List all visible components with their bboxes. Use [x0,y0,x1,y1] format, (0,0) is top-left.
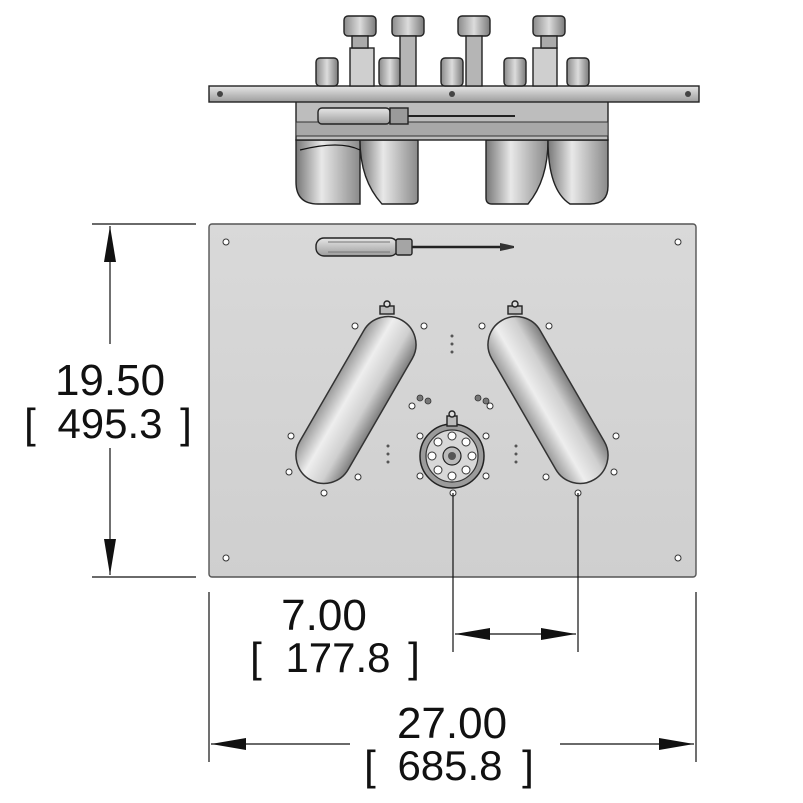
valve-1 [343,15,377,49]
valve-2 [391,15,425,87]
width-mm-bracket-close: ] [522,742,534,789]
spacing-mm-bracket-close: ] [408,634,420,681]
side-tank-left [295,139,419,205]
mounting-holes [285,322,620,497]
tank-right [487,315,609,485]
corner-holes [222,238,682,562]
height-mm-label: 495.3 [57,400,162,447]
height-inches-label: 19.50 [55,356,165,405]
dimension-spacing: 7.00 [ 177.8 ] [250,493,579,681]
spacing-mm-label: 177.8 [285,634,390,681]
width-mm-label: 685.8 [397,742,502,789]
spacing-mm-bracket-open: [ [250,634,262,681]
tank-right-valve [507,300,523,315]
plan-view [208,223,697,578]
screwdriver [315,237,514,257]
tank-left-valve [379,300,395,315]
small-fittings [416,394,490,405]
dimension-height: 19.50 [ 495.3 ] [24,223,196,578]
knob-row [315,47,590,87]
side-view [208,15,700,205]
center-regulator [419,410,485,489]
dimension-width: 27.00 [ 685.8 ] [208,592,697,789]
valve-3 [457,15,491,87]
spacing-inches-label: 7.00 [281,591,367,640]
width-mm-bracket-open: [ [364,742,376,789]
valve-4 [532,15,566,49]
width-inches-label: 27.00 [397,699,507,748]
side-screwdriver [317,107,515,125]
height-mm-bracket-open: [ [24,400,36,447]
height-mm-bracket-close: ] [180,400,192,447]
tank-left [295,315,417,485]
alignment-marks [386,334,518,464]
side-tank-right [485,139,609,205]
